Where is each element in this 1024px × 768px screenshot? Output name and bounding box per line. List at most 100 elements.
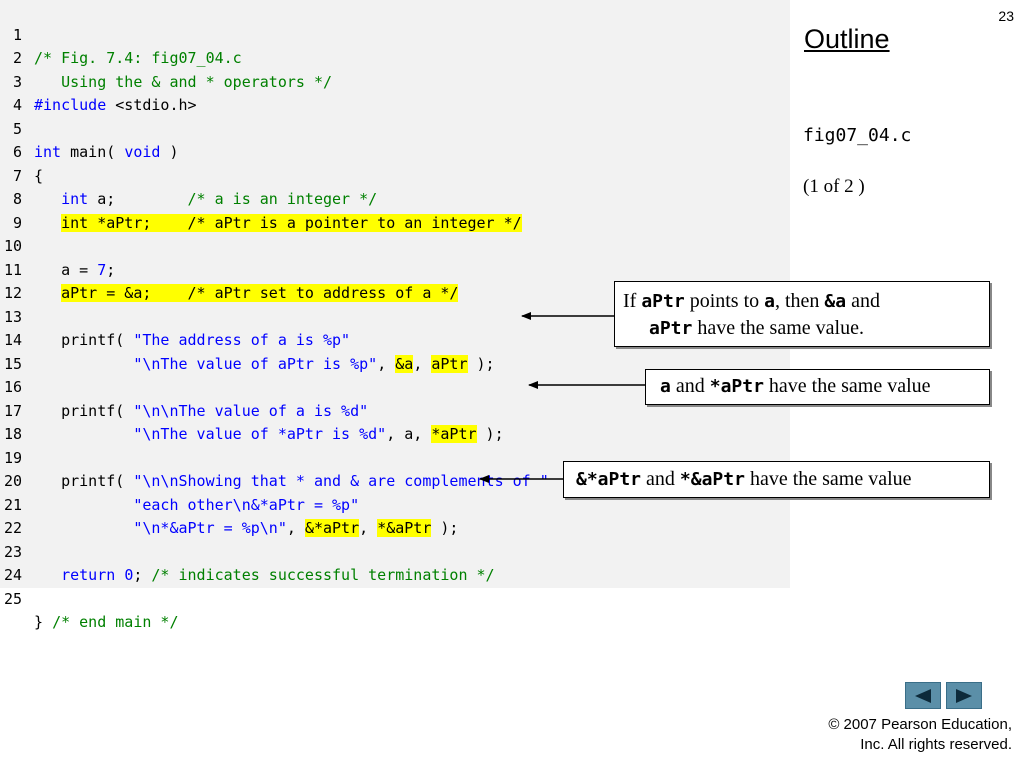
- line-number: 4: [12, 96, 22, 114]
- code-line-19: 19 printf( "\n\nShowing that * and & are…: [0, 423, 790, 491]
- callout-code: &*aPtr: [576, 469, 642, 490]
- code-line-16: 16 printf( "\n\nThe value of a is %d": [0, 353, 790, 420]
- line-number: 14: [3, 331, 22, 349]
- callout-value-same: a and *aPtr have the same value: [645, 369, 990, 405]
- code-text: ;: [106, 260, 116, 279]
- code-comment: /* Fig. 7.4: fig07_04.c: [34, 49, 242, 67]
- code-comment: /* a is an integer */: [187, 190, 378, 208]
- line-number: 16: [3, 378, 22, 396]
- line-number: 1: [12, 25, 22, 44]
- code-number: 7: [97, 260, 107, 279]
- callout-code: *&aPtr: [679, 469, 745, 490]
- callout-text: , then: [774, 290, 825, 312]
- triangle-left-icon: [915, 688, 931, 703]
- line-number: 22: [3, 519, 22, 537]
- line-number: 11: [3, 260, 22, 279]
- copyright-line: © 2007 Pearson Education,: [828, 716, 1012, 733]
- code-line-14: 14 "\nThe value of aPtr is %p", &a, aPtr…: [0, 306, 790, 373]
- previous-slide-button[interactable]: [905, 682, 941, 709]
- outline-link[interactable]: Outline: [804, 24, 890, 54]
- callout-code: &a: [824, 291, 847, 312]
- code-keyword: int: [61, 190, 89, 208]
- code-comment: /* end main */: [52, 613, 179, 631]
- code-line-5: 5 int main( void ): [0, 94, 790, 162]
- line-number: 12: [3, 284, 22, 302]
- code-string: "\nThe value of aPtr is %p": [133, 354, 378, 373]
- code-string: "\nThe value of *aPtr is %d": [133, 425, 387, 443]
- callout-text: and: [846, 290, 880, 312]
- line-number: 6: [12, 143, 22, 161]
- code-text: ,: [286, 519, 305, 537]
- code-line-4: 4: [0, 71, 790, 114]
- callout-text: and: [670, 375, 710, 397]
- highlighted-code: aPtr: [431, 354, 468, 373]
- code-line-1: 1 /* Fig. 7.4: fig07_04.c: [0, 0, 790, 68]
- code-text: );: [467, 354, 495, 373]
- line-number: 7: [12, 166, 22, 185]
- line-number: 18: [3, 425, 22, 443]
- file-name-label: fig07_04.c: [803, 125, 912, 146]
- code-keyword: int: [34, 143, 62, 161]
- highlighted-code: &*aPtr: [304, 519, 360, 537]
- code-text: );: [476, 425, 504, 443]
- callout-code: *aPtr: [709, 376, 764, 397]
- line-number: 9: [12, 213, 22, 232]
- line-number: 23: [3, 542, 22, 561]
- line-number: 21: [3, 495, 22, 514]
- code-text: , a,: [386, 425, 432, 443]
- line-number: 2: [12, 49, 22, 67]
- triangle-right-icon: [956, 688, 972, 703]
- line-number: 10: [3, 237, 22, 255]
- code-line-22: 22: [0, 494, 790, 537]
- code-line-9: 9: [0, 188, 790, 232]
- copyright-line: Inc. All rights reserved.: [860, 736, 1012, 753]
- code-text: printf(: [61, 472, 134, 490]
- code-line-8: 8 int *aPtr; /* aPtr is a pointer to an …: [0, 165, 790, 232]
- callout-complements-same: &*aPtr and *&aPtr have the same value: [563, 461, 990, 498]
- highlighted-code: &a: [395, 354, 414, 373]
- code-text: ,: [413, 354, 432, 373]
- code-line-12: 12: [0, 259, 790, 302]
- line-number: 17: [3, 401, 22, 420]
- code-text: a;: [88, 190, 188, 208]
- code-text: ): [160, 143, 179, 161]
- code-line-17: 17 "\nThe value of *aPtr is %d", a, *aPt…: [0, 376, 790, 443]
- line-number: 25: [3, 589, 22, 608]
- code-text: }: [34, 613, 53, 631]
- code-text: <stdio.h>: [106, 96, 197, 114]
- callout-text: have the same value.: [692, 317, 864, 339]
- code-string: "The address of a is %p": [133, 331, 351, 349]
- code-line-11: 11 aPtr = &a; /* aPtr set to address of …: [0, 235, 790, 302]
- callout-code: aPtr: [649, 318, 693, 339]
- copyright-notice: © 2007 Pearson Education, Inc. All right…: [828, 715, 1012, 755]
- code-line-23: 23 return 0; /* indicates successful ter…: [0, 517, 790, 585]
- code-text: ,: [359, 519, 378, 537]
- callout-address-same: If aPtr points to a, then &a and aPtr ha…: [614, 281, 990, 347]
- line-number: 3: [12, 72, 22, 91]
- code-line-6: 6 {: [0, 118, 790, 185]
- line-number: 24: [3, 566, 22, 584]
- code-text: a =: [61, 260, 98, 279]
- code-line-21: 21 "\n*&aPtr = %p\n", &*aPtr, *&aPtr );: [0, 470, 790, 537]
- line-number: 5: [12, 119, 22, 138]
- part-label: (1 of 2 ): [803, 176, 865, 197]
- line-number: 8: [12, 190, 22, 208]
- line-number: 15: [3, 354, 22, 373]
- code-text: ;: [133, 566, 152, 584]
- line-number: 13: [3, 307, 22, 326]
- highlighted-code: *&aPtr: [377, 519, 432, 537]
- callout-code: a: [660, 376, 671, 397]
- code-comment: Using the & and * operators */: [34, 72, 333, 91]
- next-slide-button[interactable]: [946, 682, 982, 709]
- callout-text: have the same value: [744, 468, 912, 490]
- code-string: "\n\nShowing that * and & are complement…: [133, 472, 549, 490]
- callout-text: If: [623, 290, 642, 312]
- highlighted-code: aPtr = &a; /* aPtr set to address of a *…: [61, 284, 459, 302]
- line-number: 20: [3, 472, 22, 490]
- code-line-20: 20 "each other\n&*aPtr = %p": [0, 447, 790, 514]
- code-keyword: return: [61, 566, 116, 584]
- code-line-18: 18: [0, 400, 790, 443]
- code-line-25: 25 } /* end main */: [0, 564, 790, 632]
- code-line-7: 7 int a; /* a is an integer */: [0, 141, 790, 209]
- code-comment: /* indicates successful termination */: [151, 566, 495, 584]
